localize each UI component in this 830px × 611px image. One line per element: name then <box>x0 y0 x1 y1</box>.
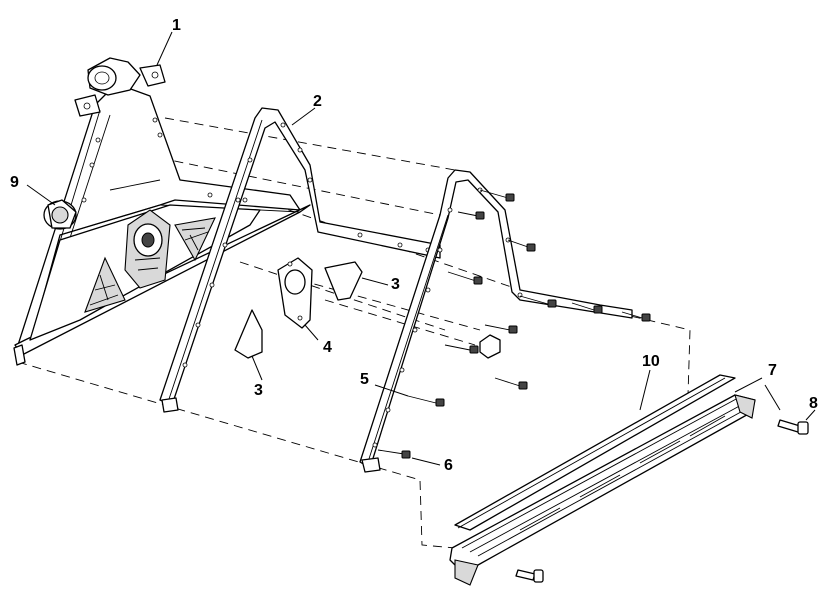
callout-3-upper: 3 <box>391 276 400 293</box>
callout-3-lower: 3 <box>254 382 263 399</box>
callout-2: 2 <box>313 93 322 110</box>
cover-plate-part-3-lower <box>234 309 263 359</box>
main-frame-part-1 <box>13 57 311 366</box>
bolt <box>494 377 528 390</box>
callout-5: 5 <box>360 371 369 388</box>
bolt-part-8 <box>777 419 809 435</box>
bolt <box>621 311 651 322</box>
callout-4: 4 <box>323 339 332 356</box>
callout-9: 9 <box>10 174 19 191</box>
callout-8: 8 <box>809 395 818 412</box>
bolt <box>484 324 518 334</box>
right-side-frame <box>359 169 633 473</box>
bolt <box>447 271 483 285</box>
callout-10: 10 <box>642 353 660 370</box>
callout-6: 6 <box>444 457 453 474</box>
callout-labels: 1 2 9 3 4 3 5 6 10 7 8 <box>10 17 818 474</box>
bolt-part-6 <box>377 449 411 459</box>
bolt-bottom <box>515 569 544 583</box>
triangular-pocket-right <box>174 217 216 262</box>
bolt <box>507 239 536 252</box>
center-bearing-housing <box>124 209 171 289</box>
rail-part-10 <box>454 374 736 531</box>
leader-lines <box>26 31 816 466</box>
callout-7: 7 <box>768 362 777 379</box>
bolt <box>457 211 485 220</box>
cover-plate-part-3-upper <box>324 261 363 301</box>
bolt <box>444 344 479 354</box>
bolts <box>377 189 809 583</box>
bolt <box>479 189 515 202</box>
round-cover-plate <box>479 334 501 359</box>
trough-slots <box>519 415 726 531</box>
bolt <box>519 295 557 308</box>
bolt <box>571 302 603 314</box>
callout-1: 1 <box>172 17 181 34</box>
bushing-part-9 <box>43 199 77 230</box>
triangular-pocket-left <box>84 256 126 313</box>
bearing-plate-part-4 <box>277 257 313 329</box>
bolt-part-5 <box>407 395 445 407</box>
trough-housing-part-7 <box>449 394 756 586</box>
right-frame-holes <box>372 187 523 448</box>
